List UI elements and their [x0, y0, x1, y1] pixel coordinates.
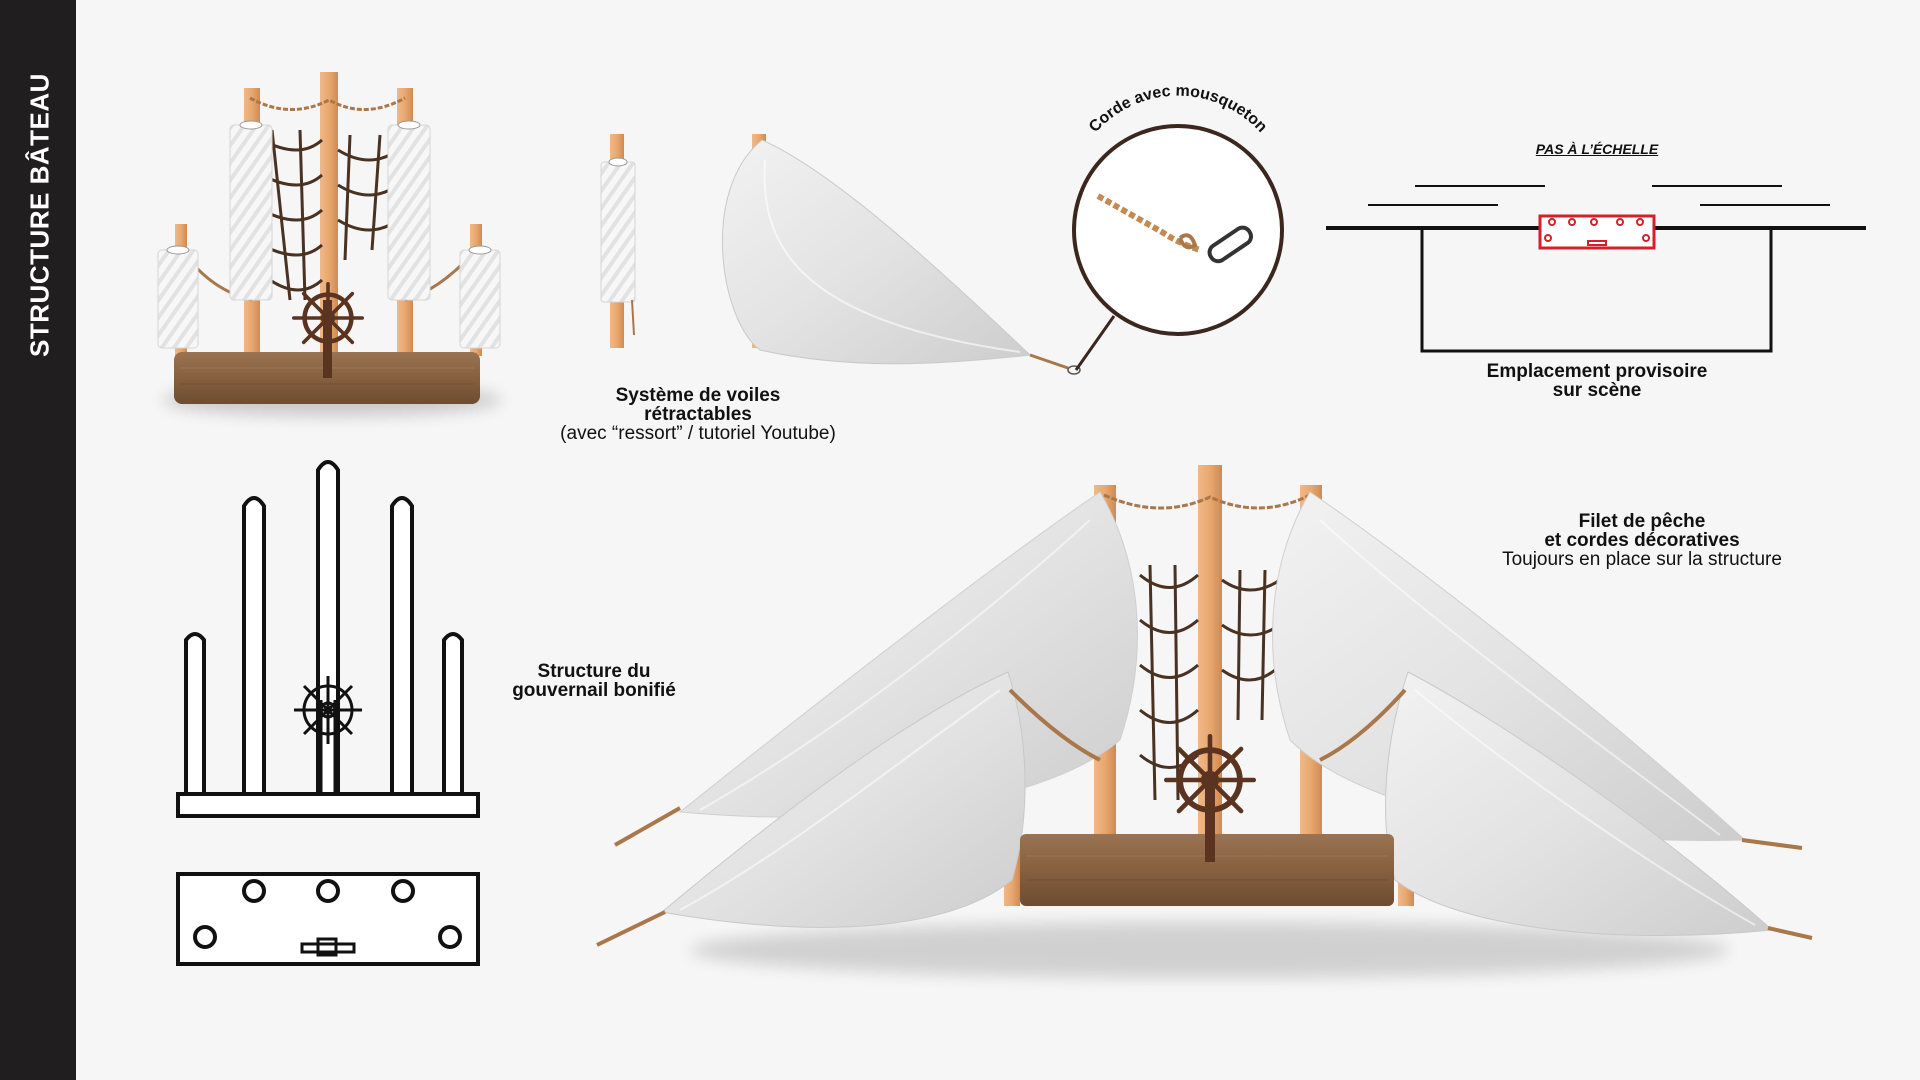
helm-structure-drawing	[176, 460, 480, 966]
net-label-line2: et cordes décoratives	[1544, 530, 1740, 551]
ship-wheel-icon	[294, 284, 362, 352]
rope-detail-diagram: Corde avec mousqueton	[1072, 83, 1284, 371]
retractable-label-line2: rétractables	[644, 404, 752, 425]
sidebar: STRUCTURE BÂTEAU	[0, 0, 76, 1080]
ship-wheel-icon	[1166, 736, 1253, 823]
placement-label: Emplacement provisoire sur scène	[1432, 362, 1762, 400]
retractable-label-line3: (avec “ressort” / tutoriel Youtube)	[560, 423, 836, 444]
retractable-label-line1: Système de voiles	[615, 385, 781, 406]
scale-note: PAS À L’ÉCHELLE	[1535, 141, 1659, 157]
net-label-line3: Toujours en place sur la structure	[1502, 549, 1782, 570]
net-label-line1: Filet de pêche	[1578, 511, 1706, 532]
placement-diagram	[1326, 185, 1866, 353]
helm-label-line1: Structure du	[537, 661, 651, 682]
boat-retracted-illustration	[157, 72, 502, 416]
placement-label-line2: sur scène	[1552, 380, 1642, 401]
retractable-label: Système de voiles rétractables (avec “re…	[470, 386, 926, 443]
boat-deployed-illustration	[596, 465, 1813, 978]
placement-label-line1: Emplacement provisoire	[1486, 361, 1708, 382]
retractable-sail-diagram	[600, 134, 1081, 375]
helm-label-line2: gouvernail bonifié	[512, 680, 676, 701]
carabiner-icon	[1207, 225, 1253, 264]
helm-label: Structure du gouvernail bonifié	[470, 662, 718, 700]
fishing-net	[261, 129, 399, 301]
net-label: Filet de pêche et cordes décoratives Tou…	[1440, 512, 1844, 569]
helm-wheel-icon	[294, 676, 362, 744]
